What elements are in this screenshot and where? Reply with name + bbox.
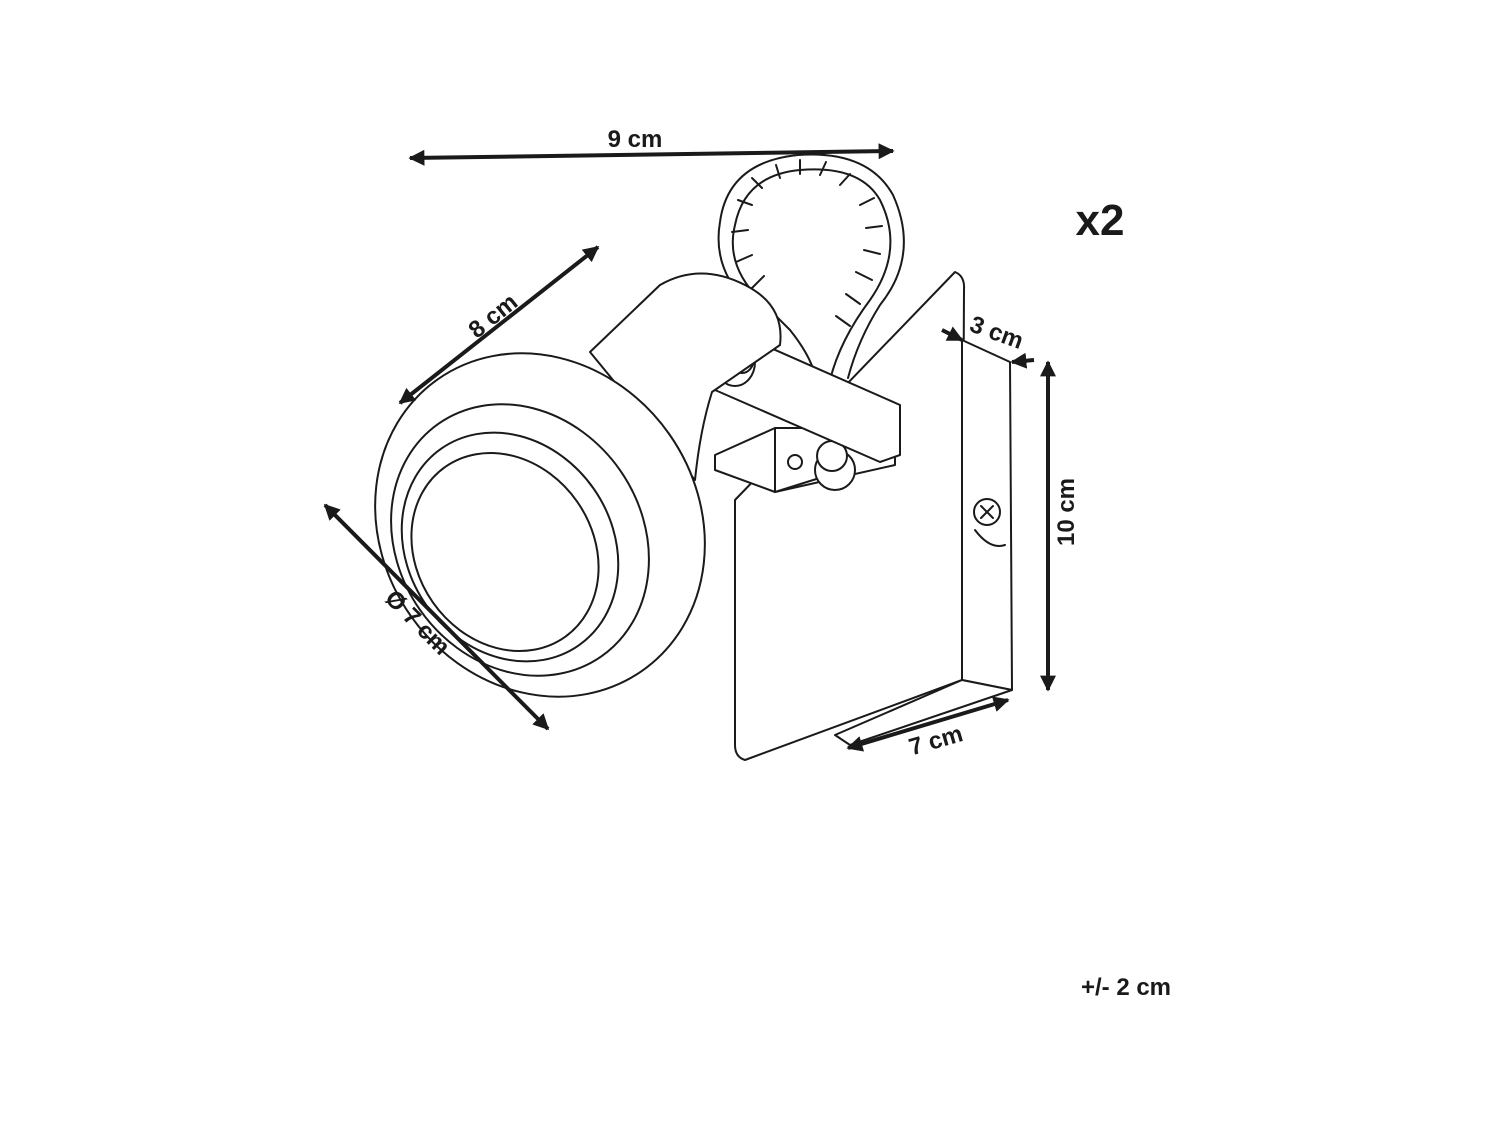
base-depth-arrow-left: [941, 326, 964, 342]
head-length-label: 8 cm: [464, 288, 524, 343]
lamp-head-body: [589, 272, 782, 481]
base-width-arrow: [846, 696, 1010, 752]
base-height-label: 10 cm: [1053, 478, 1080, 546]
quantity-label: x2: [1076, 196, 1125, 245]
dimension-lines: [323, 143, 1056, 752]
diameter-arrow: [323, 503, 550, 731]
base-depth-arrow-right: [1010, 352, 1035, 369]
head-length-arrow: [398, 245, 600, 405]
spotlight-illustration: [374, 153, 1013, 761]
width-top-label: 9 cm: [608, 126, 663, 153]
tolerance-label: +/- 2 cm: [1081, 974, 1171, 1001]
keyhole-slot: [974, 529, 1006, 547]
width-top-arrow: [408, 143, 895, 166]
